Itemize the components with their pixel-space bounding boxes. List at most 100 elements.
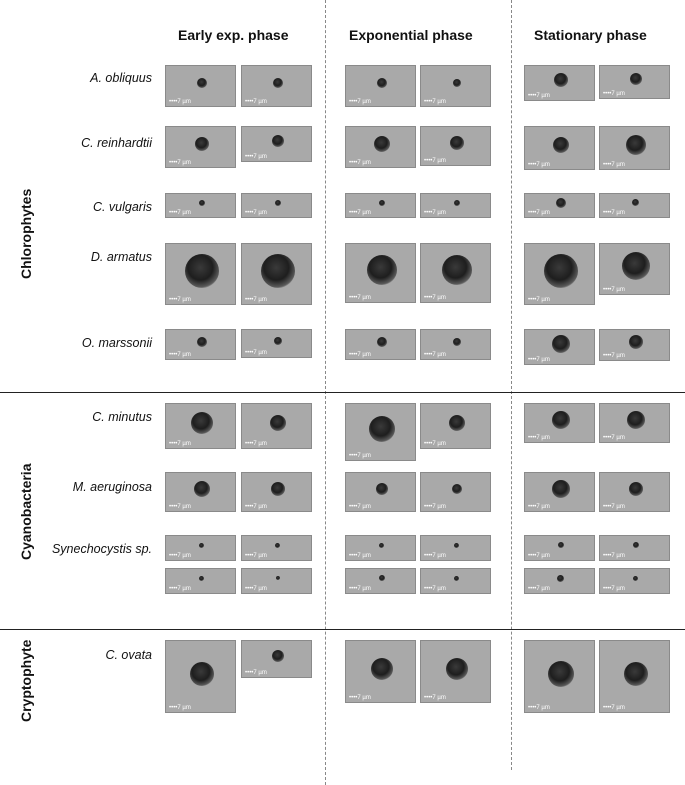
species-label: C. minutus bbox=[92, 410, 152, 424]
cell-image bbox=[378, 199, 385, 206]
species-label: C. vulgaris bbox=[92, 200, 152, 214]
cell-image bbox=[368, 416, 395, 442]
cell-image bbox=[448, 415, 465, 431]
cell-image bbox=[193, 481, 210, 497]
scale-bar-label: ••••7 µm bbox=[349, 295, 371, 301]
cell-image bbox=[184, 254, 219, 288]
cell-image bbox=[274, 199, 281, 206]
scale-bar-label: ••••7 µm bbox=[169, 504, 191, 510]
micrograph-tile: ••••7 µm bbox=[524, 403, 595, 443]
scale-bar-label: ••••7 µm bbox=[528, 162, 550, 168]
micrograph-tile: ••••7 µm bbox=[165, 640, 236, 713]
scale-bar-label: ••••7 µm bbox=[603, 504, 625, 510]
micrograph-tile: ••••7 µm bbox=[524, 243, 595, 305]
species-label: C. ovata bbox=[105, 648, 152, 662]
scale-bar-label: ••••7 µm bbox=[424, 441, 446, 447]
group-divider-bottom bbox=[0, 629, 685, 630]
micrograph-tile: ••••7 µm bbox=[345, 472, 416, 512]
scale-bar-label: ••••7 µm bbox=[603, 553, 625, 559]
micrograph-tile: ••••7 µm bbox=[241, 329, 312, 358]
scale-bar-label: ••••7 µm bbox=[245, 553, 267, 559]
cell-image bbox=[269, 415, 286, 431]
scale-bar-label: ••••7 µm bbox=[349, 160, 371, 166]
scale-bar-label: ••••7 µm bbox=[528, 357, 550, 363]
species-label: D. armatus bbox=[90, 250, 152, 264]
cell-image bbox=[452, 337, 461, 346]
micrograph-tile: ••••7 µm bbox=[524, 65, 595, 101]
group-label-cryptophyte: Cryptophyte bbox=[18, 639, 34, 722]
species-label: O. marssonii bbox=[81, 336, 152, 350]
scale-bar-label: ••••7 µm bbox=[169, 99, 191, 105]
cell-image bbox=[376, 78, 387, 88]
micrograph-tile: ••••7 µm bbox=[165, 535, 236, 561]
micrograph-tile: ••••7 µm bbox=[345, 568, 416, 594]
cell-image bbox=[366, 255, 397, 285]
micrograph-tile: ••••7 µm bbox=[165, 403, 236, 449]
scale-bar-label: ••••7 µm bbox=[169, 160, 191, 166]
cell-image bbox=[271, 650, 284, 662]
cell-image bbox=[551, 480, 570, 498]
scale-bar-label: ••••7 µm bbox=[349, 586, 371, 592]
cell-image bbox=[557, 542, 564, 548]
micrograph-tile: ••••7 µm bbox=[165, 243, 236, 305]
scale-bar-label: ••••7 µm bbox=[169, 705, 191, 711]
micrograph-tile: ••••7 µm bbox=[241, 568, 312, 594]
scale-bar-label: ••••7 µm bbox=[424, 158, 446, 164]
cell-image bbox=[196, 78, 207, 88]
scale-bar-label: ••••7 µm bbox=[528, 705, 550, 711]
micrograph-tile: ••••7 µm bbox=[420, 243, 491, 303]
scale-bar-label: ••••7 µm bbox=[349, 553, 371, 559]
scale-bar-label: ••••7 µm bbox=[528, 297, 550, 303]
species-label: A. obliquus bbox=[90, 71, 152, 85]
cell-image bbox=[451, 484, 462, 494]
cell-image bbox=[449, 136, 464, 150]
scale-bar-label: ••••7 µm bbox=[245, 210, 267, 216]
scale-bar-label: ••••7 µm bbox=[245, 99, 267, 105]
scale-bar-label: ••••7 µm bbox=[528, 504, 550, 510]
cell-image bbox=[543, 254, 578, 288]
cell-image bbox=[557, 574, 564, 582]
scale-bar-label: ••••7 µm bbox=[349, 504, 371, 510]
cell-image bbox=[189, 661, 214, 686]
scale-bar-label: ••••7 µm bbox=[424, 99, 446, 105]
micrograph-tile: ••••7 µm bbox=[524, 568, 595, 594]
species-label: Synechocystis sp. bbox=[51, 542, 152, 556]
micrograph-tile: ••••7 µm bbox=[345, 535, 416, 561]
micrograph-tile: ••••7 µm bbox=[241, 126, 312, 162]
cell-image bbox=[378, 575, 385, 581]
scale-bar-label: ••••7 µm bbox=[603, 162, 625, 168]
species-label: M. aeruginosa bbox=[72, 480, 152, 494]
scale-bar-label: ••••7 µm bbox=[528, 210, 550, 216]
cell-image bbox=[628, 335, 643, 349]
scale-bar-label: ••••7 µm bbox=[349, 99, 371, 105]
cell-image bbox=[379, 542, 384, 548]
scale-bar-label: ••••7 µm bbox=[169, 210, 191, 216]
scale-bar-label: ••••7 µm bbox=[528, 93, 550, 99]
cell-image bbox=[441, 255, 472, 285]
column-header-stationary: Stationary phase bbox=[534, 27, 647, 43]
scale-bar-label: ••••7 µm bbox=[603, 435, 625, 441]
species-label: C. reinhardtii bbox=[81, 136, 152, 150]
cell-image bbox=[199, 575, 204, 581]
scale-bar-label: ••••7 µm bbox=[169, 441, 191, 447]
micrograph-tile: ••••7 µm bbox=[165, 126, 236, 168]
micrograph-tile: ••••7 µm bbox=[524, 472, 595, 512]
cell-image bbox=[273, 336, 282, 345]
micrograph-tile: ••••7 µm bbox=[165, 472, 236, 512]
micrograph-tile: ••••7 µm bbox=[524, 193, 595, 218]
cell-image bbox=[632, 199, 639, 206]
scale-bar-label: ••••7 µm bbox=[603, 91, 625, 97]
micrograph-tile: ••••7 µm bbox=[599, 329, 670, 361]
group-divider-top bbox=[0, 392, 685, 393]
cell-image bbox=[376, 336, 387, 347]
micrograph-tile: ••••7 µm bbox=[420, 65, 491, 107]
cell-image bbox=[632, 542, 639, 548]
micrograph-tile: ••••7 µm bbox=[524, 329, 595, 365]
scale-bar-label: ••••7 µm bbox=[528, 586, 550, 592]
micrograph-tile: ••••7 µm bbox=[345, 640, 416, 703]
micrograph-tile: ••••7 µm bbox=[241, 65, 312, 107]
scale-bar-label: ••••7 µm bbox=[424, 586, 446, 592]
cell-image bbox=[621, 252, 650, 280]
scale-bar-label: ••••7 µm bbox=[245, 441, 267, 447]
cell-image bbox=[370, 657, 393, 680]
